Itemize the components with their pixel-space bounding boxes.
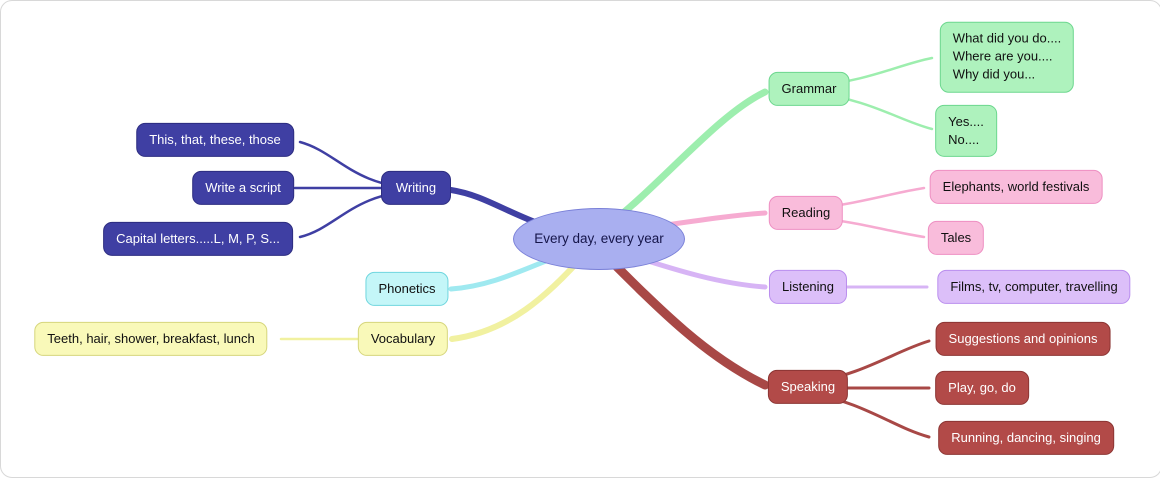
leaf-node-write-a-script[interactable]: Write a script (192, 170, 294, 206)
leaf-node-capital-letters[interactable]: Capital letters.....L, M, P, S... (103, 221, 293, 257)
branch-node-speaking[interactable]: Speaking (767, 369, 849, 405)
leaf-node-running-dancing-singing[interactable]: Running, dancing, singing (938, 420, 1114, 456)
branch-node-grammar[interactable]: Grammar (768, 71, 850, 107)
leaf-node-tales[interactable]: Tales (927, 220, 985, 256)
leaf-node-teeth-hair-shower[interactable]: Teeth, hair, shower, breakfast, lunch (34, 321, 268, 357)
branch-node-vocabulary[interactable]: Vocabulary (357, 321, 449, 357)
leaf-node-play-go-do[interactable]: Play, go, do (935, 370, 1029, 406)
branch-node-phonetics[interactable]: Phonetics (365, 271, 449, 307)
center-topic-node[interactable]: Every day, every year (513, 208, 685, 270)
branch-node-reading[interactable]: Reading (768, 195, 844, 231)
leaf-node-films-tv-computer[interactable]: Films, tv, computer, travelling (937, 269, 1131, 305)
edge-center-grammar (602, 88, 769, 231)
leaf-node-this-that-these-those[interactable]: This, that, these, those (136, 122, 294, 158)
leaf-node-suggestions-and-opinions[interactable]: Suggestions and opinions (935, 321, 1111, 357)
edge-center-speaking (596, 246, 770, 390)
leaf-node-yes-no[interactable]: Yes.... No.... (935, 104, 997, 158)
leaf-node-elephants-world-festivals[interactable]: Elephants, world festivals (929, 169, 1103, 205)
branch-node-writing[interactable]: Writing (381, 170, 451, 206)
branch-node-listening[interactable]: Listening (768, 269, 848, 305)
leaf-node-what-did-you-do[interactable]: What did you do.... Where are you.... Wh… (939, 21, 1075, 93)
